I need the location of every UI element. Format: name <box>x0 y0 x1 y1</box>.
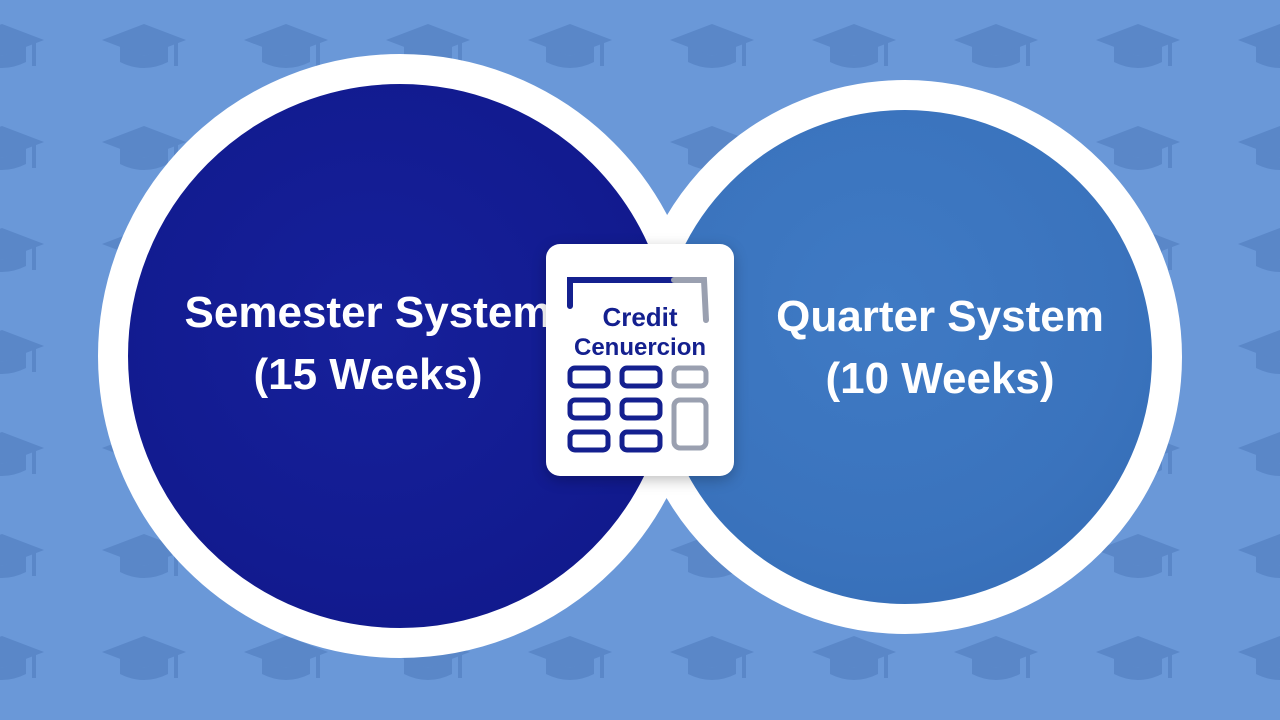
calculator-icon <box>567 277 709 453</box>
quarter-duration: (10 Weeks) <box>825 354 1055 403</box>
credit-conversion-card: Credit Cenuercion <box>546 244 734 476</box>
card-title-line1: Credit <box>602 302 678 332</box>
quarter-system-label: Quarter System (10 Weeks) <box>700 286 1180 410</box>
semester-duration: (15 Weeks) <box>253 350 483 399</box>
quarter-title: Quarter System <box>776 292 1104 341</box>
semester-system-label: Semester System (15 Weeks) <box>128 282 608 406</box>
card-title-line2: Cenuercion <box>573 334 707 361</box>
semester-title: Semester System <box>184 288 552 337</box>
